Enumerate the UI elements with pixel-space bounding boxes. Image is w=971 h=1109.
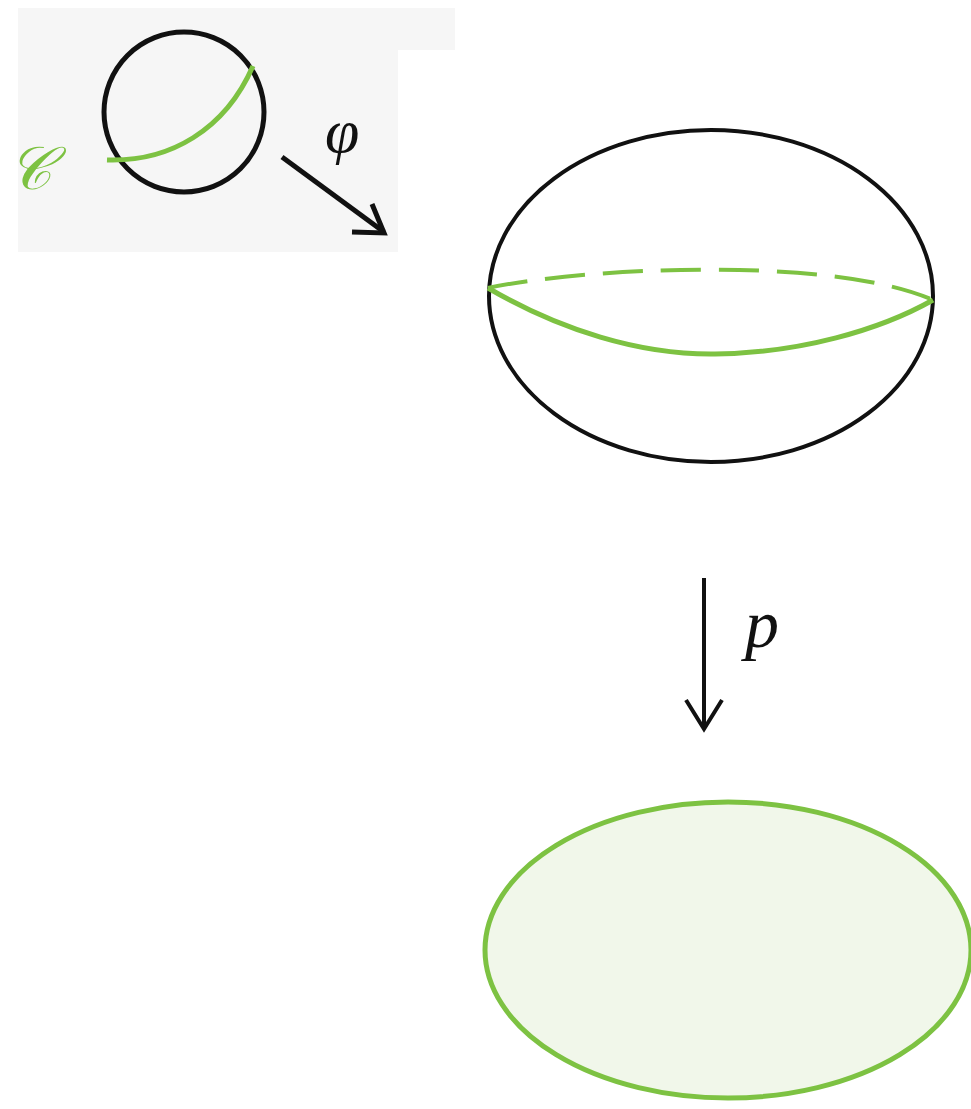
map-label: φ	[325, 100, 359, 162]
ellipsoid	[489, 130, 933, 462]
disk	[485, 802, 971, 1098]
inset-panel	[18, 8, 455, 252]
equator-front	[488, 288, 933, 354]
small-sphere	[104, 32, 264, 192]
arrow-head	[686, 700, 722, 729]
equator-back	[488, 270, 933, 300]
arrow-head	[352, 204, 384, 233]
curve-c	[107, 66, 253, 160]
map-arrow	[282, 157, 384, 232]
curve-label: 𝒞	[8, 138, 52, 198]
map-label: p	[745, 590, 779, 658]
projection-arrow	[702, 578, 706, 728]
